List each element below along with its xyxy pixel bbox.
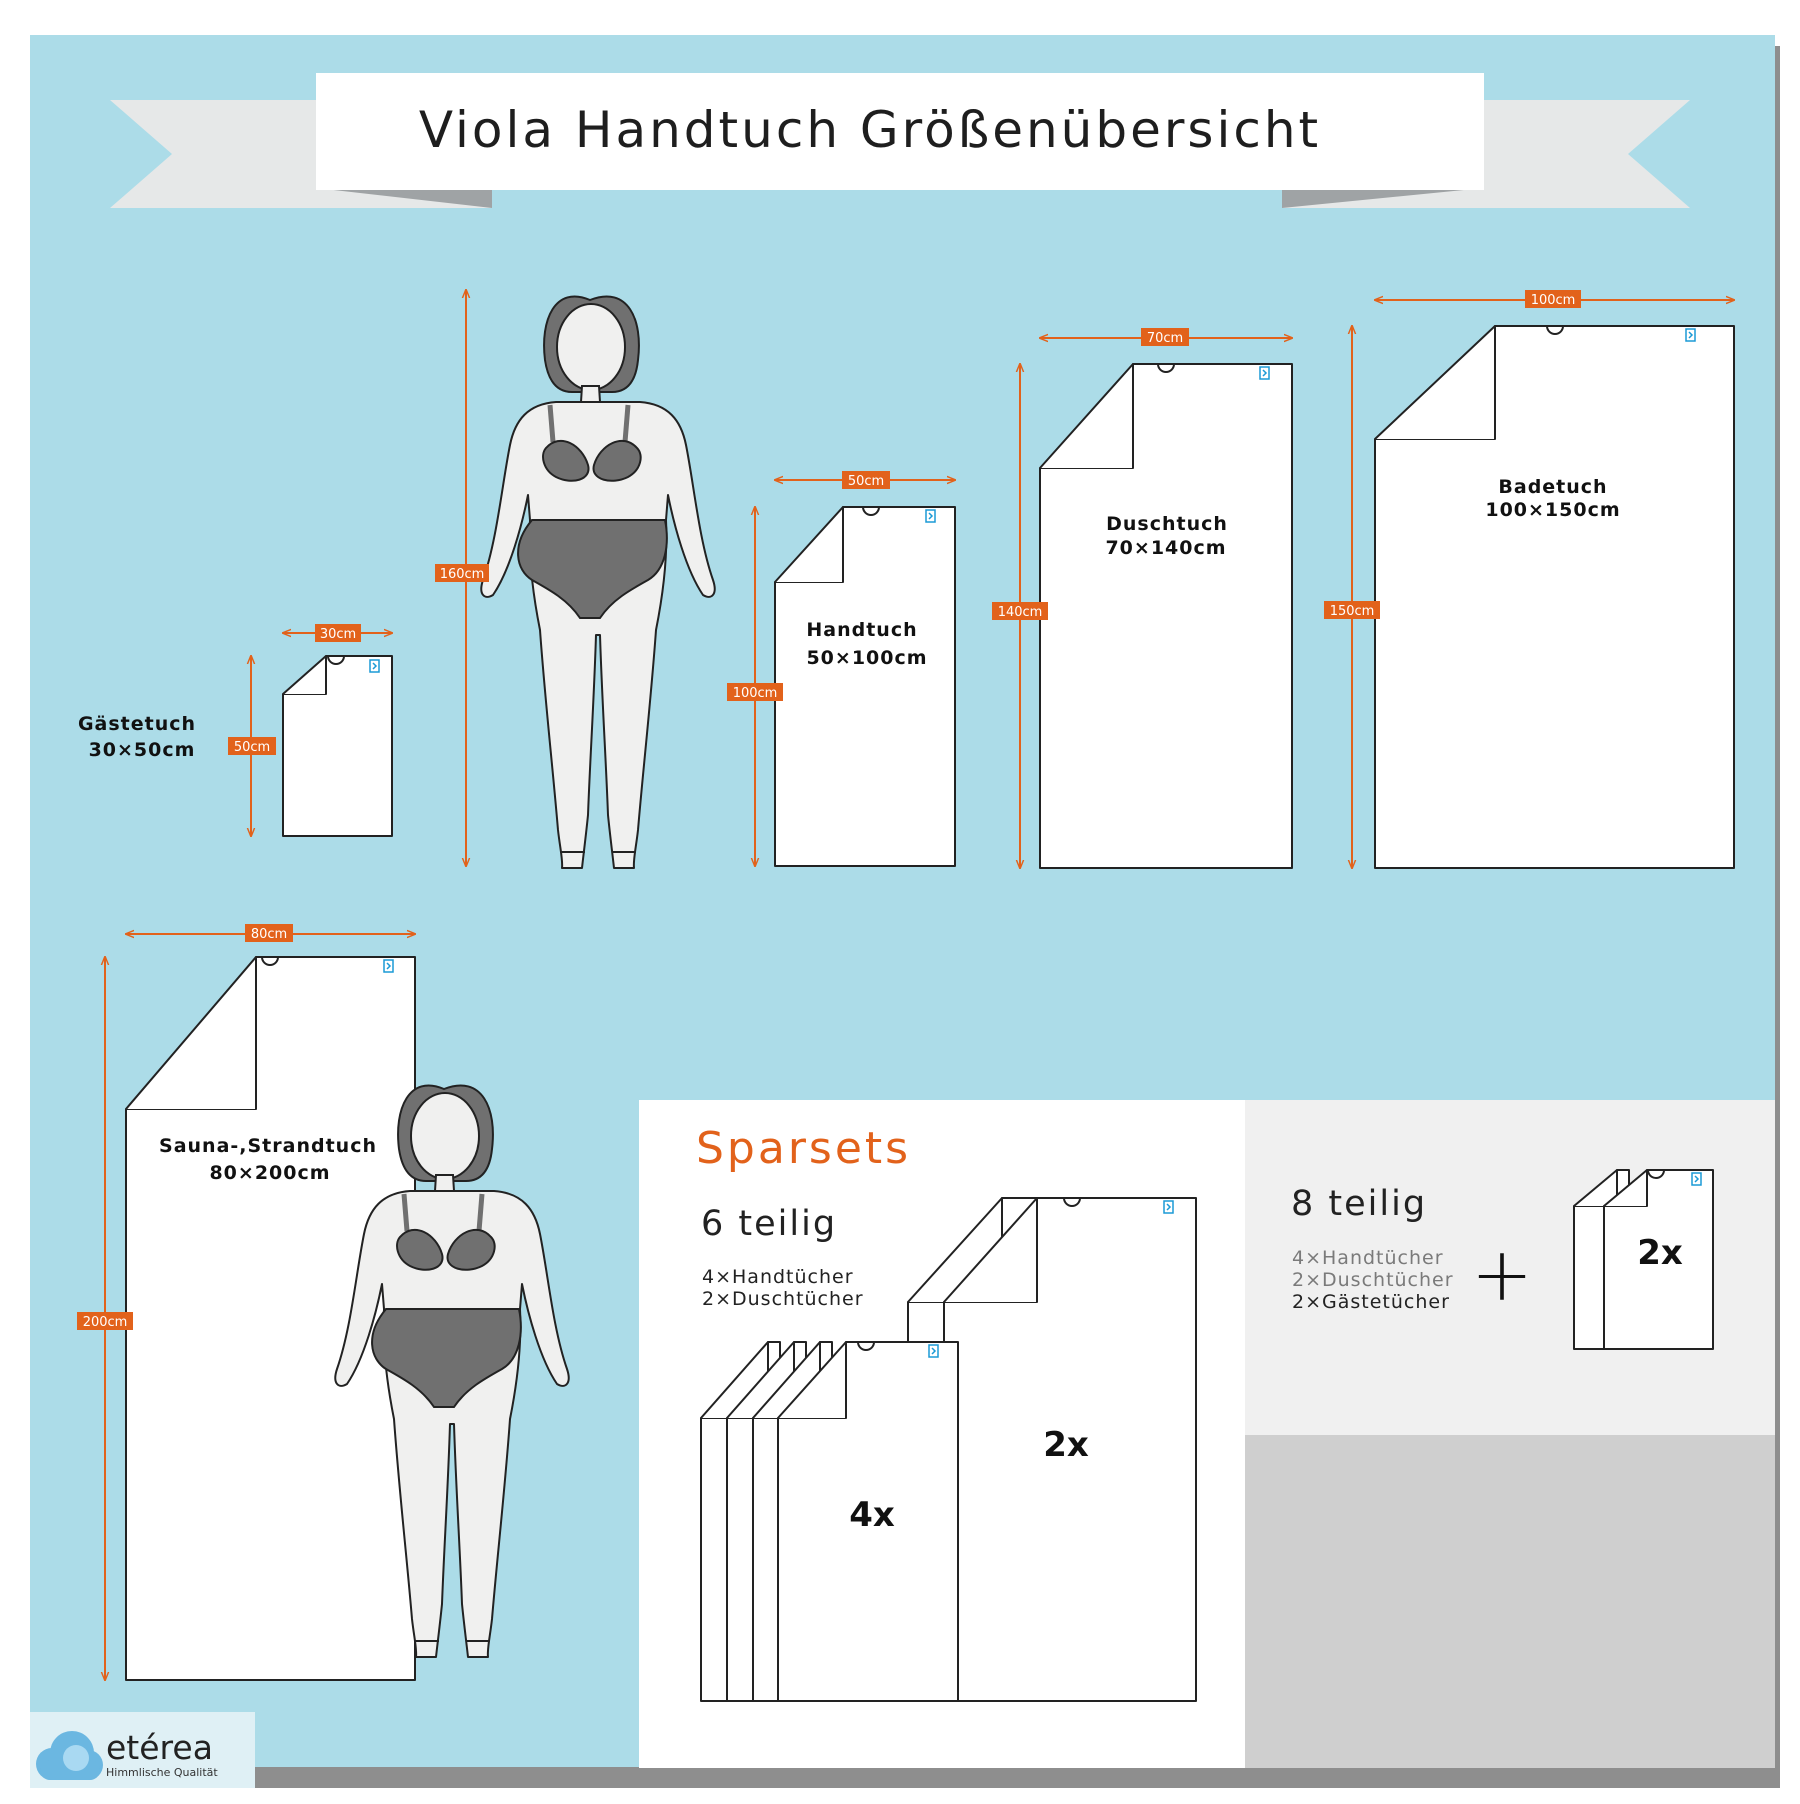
dim-badetuch-width: 100cm xyxy=(1531,293,1576,308)
towel-duschtuch: Duschtuch 70×140cm xyxy=(1039,363,1293,869)
brand-tagline: Himmlische Qualität xyxy=(106,1766,218,1779)
dim-handtuch-width: 50cm xyxy=(848,474,884,489)
towel-handtuch-size: 50×100cm xyxy=(806,647,927,669)
set-6-item-2: 2×Duschtücher xyxy=(702,1288,864,1310)
towel-duschtuch-size: 70×140cm xyxy=(1105,537,1226,559)
dim-strandtuch-width: 80cm xyxy=(251,927,287,942)
sparsets-heading: Sparsets xyxy=(696,1123,911,1174)
towel-badetuch: Badetuch 100×150cm xyxy=(1374,325,1735,869)
dimension-labels: 30cm 50cm 160cm 50cm 100cm 70cm 140cm 10… xyxy=(77,290,1581,1330)
towel-strandtuch-size: 80×200cm xyxy=(209,1162,330,1184)
tag-icon xyxy=(1259,366,1270,380)
page-title: Viola Handtuch Größenübersicht xyxy=(419,101,1321,159)
title-ribbon: Viola Handtuch Größenübersicht xyxy=(110,73,1690,208)
towel-gaestetuch-name: Gästetuch xyxy=(78,713,196,735)
tag-icon xyxy=(1685,328,1696,342)
towel-gaestetuch-size: 30×50cm xyxy=(89,739,196,761)
set-6-teilig: 6 teilig 4×Handtücher 2×Duschtücher 2x xyxy=(700,1197,1197,1702)
set-8-item-2: 2×Duschtücher xyxy=(1292,1269,1454,1291)
set-6-count-large: 2x xyxy=(1043,1425,1089,1465)
towel-badetuch-name: Badetuch xyxy=(1498,476,1607,498)
set-6-title: 6 teilig xyxy=(701,1204,837,1244)
set-8-item-1: 4×Handtücher xyxy=(1292,1247,1444,1269)
set-8-teilig: 8 teilig 4×Handtücher 2×Duschtücher 2×Gä… xyxy=(1291,1169,1714,1350)
sparsets-panel: Sparsets 6 teilig 4×Handtücher 2×Duschtü… xyxy=(639,1100,1775,1768)
tag-icon xyxy=(928,1344,939,1358)
plus-icon: + xyxy=(1471,1232,1533,1318)
dim-duschtuch-width: 70cm xyxy=(1147,331,1183,346)
tag-icon xyxy=(383,959,394,973)
towel-badetuch-size: 100×150cm xyxy=(1485,499,1620,521)
tag-icon xyxy=(925,509,936,523)
tag-icon xyxy=(1691,1172,1702,1186)
set-8-item-3: 2×Gästetücher xyxy=(1292,1291,1450,1313)
towel-strandtuch: Sauna-,Strandtuch 80×200cm xyxy=(125,956,416,1681)
towel-gaestetuch: Gästetuch 30×50cm xyxy=(78,655,393,837)
towel-duschtuch-name: Duschtuch xyxy=(1106,513,1228,535)
tag-icon xyxy=(1163,1200,1174,1214)
cloud-icon xyxy=(36,1731,103,1780)
person-figure xyxy=(480,295,716,869)
set-6-count-small: 4x xyxy=(849,1495,895,1535)
dim-badetuch-height: 150cm xyxy=(1330,604,1375,619)
dim-person-height: 160cm xyxy=(440,567,485,582)
tag-icon xyxy=(369,659,380,673)
brand-logo: etérea Himmlische Qualität xyxy=(30,1712,255,1788)
towel-handtuch: Handtuch 50×100cm xyxy=(774,506,956,867)
dim-duschtuch-height: 140cm xyxy=(998,605,1043,620)
set-6-item-1: 4×Handtücher xyxy=(702,1266,854,1288)
dim-gaestetuch-height: 50cm xyxy=(234,740,270,755)
towel-strandtuch-name: Sauna-,Strandtuch xyxy=(159,1135,377,1157)
person-figure-2 xyxy=(334,1084,570,1658)
dim-gaestetuch-width: 30cm xyxy=(320,627,356,642)
set-8-title: 8 teilig xyxy=(1291,1184,1427,1224)
dim-strandtuch-height: 200cm xyxy=(83,1315,128,1330)
dim-handtuch-height: 100cm xyxy=(733,686,778,701)
towel-handtuch-name: Handtuch xyxy=(806,619,917,641)
set-8-count: 2x xyxy=(1637,1233,1683,1273)
brand-name: etérea xyxy=(106,1728,213,1767)
